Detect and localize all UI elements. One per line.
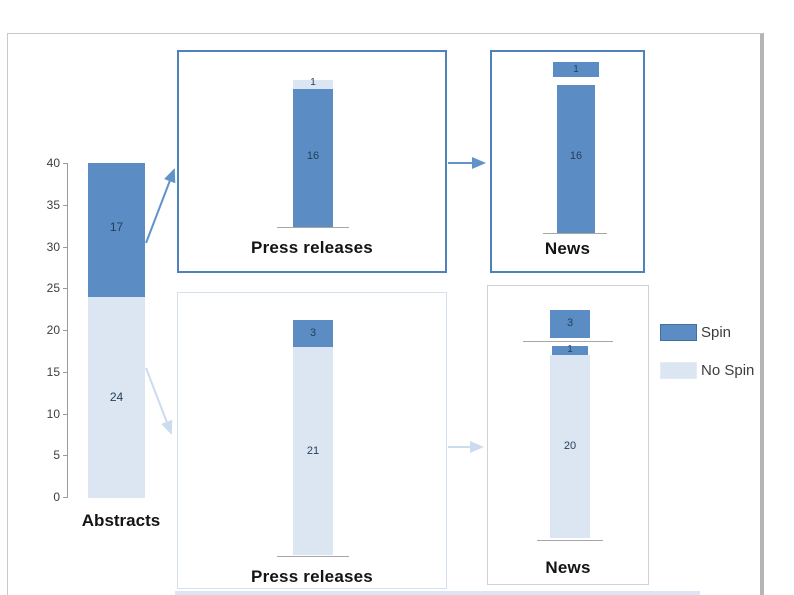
press-releases-no-spin-box: 3 21 Press releases [177,292,447,589]
y-axis-tick-mark [63,246,67,248]
y-axis-tick-mark [63,371,67,373]
press-releases-spin-spin-value: 16 [306,150,320,162]
press-releases-no-spin-spin-segment [293,320,333,347]
y-axis-tick-mark [63,330,67,331]
bottom-cutoff-band [175,591,700,595]
news-spin-detached-value: 1 [573,64,579,75]
abstracts-no-spin-value: 24 [109,390,124,404]
press-releases-no-spin-no-spin-value: 21 [306,445,320,457]
news-spin-spin-value: 16 [569,150,583,162]
news-spin-box: 1 16 News [490,50,645,273]
news-no-spin-no-spin-value: 20 [563,440,577,452]
y-axis-tick-label: 20 [46,323,60,337]
legend-label-spin: Spin [701,324,732,341]
news-no-spin-detached-value: 3 [566,317,574,329]
abstracts-no-spin-segment [88,297,145,498]
news-spin-title: News [544,239,591,258]
press-releases-spin-baseline [277,227,349,228]
press-releases-spin-box: 1 16 Press releases [177,50,447,273]
news-spin-spin-segment [557,85,595,233]
press-releases-spin-no-spin-segment [293,80,333,89]
news-no-spin-spin-segment [552,346,588,355]
legend-swatch-spin [660,324,697,341]
news-spin-baseline [543,233,607,234]
press-releases-no-spin-title: Press releases [251,567,373,586]
y-axis-tick-label: 30 [46,239,60,254]
y-axis-tick-label: 0 [53,490,60,504]
abstracts-spin-segment [88,163,145,297]
news-no-spin-spin-value: 1 [567,344,573,355]
press-releases-spin-title: Press releases [251,238,373,257]
news-no-spin-title: News [545,558,591,577]
y-axis-tick-mark [63,455,67,457]
y-axis-tick-label: 10 [46,406,60,421]
news-no-spin-no-spin-segment [550,355,590,538]
y-axis-tick-mark [63,288,67,290]
press-releases-no-spin-spin-value: 3 [309,327,317,339]
y-axis-tick-mark [63,413,67,415]
abstracts-axis-label: Abstracts [81,511,161,530]
y-axis-tick-label: 15 [46,364,60,379]
y-axis-tick-mark [63,497,67,498]
y-axis-tick-label: 25 [46,281,60,296]
press-releases-no-spin-no-spin-segment [293,347,333,555]
press-releases-spin-no-spin-value: 1 [310,77,316,88]
press-releases-no-spin-baseline [277,556,349,557]
y-axis-line [67,163,68,498]
legend-swatch-no-spin [660,362,697,379]
news-no-spin-baseline [537,540,603,541]
y-axis: 0 5 10 15 20 25 30 35 40 [30,0,70,595]
news-no-spin-divider-line [523,341,613,342]
y-axis-tick-mark [63,204,67,206]
news-no-spin-detached-segment [550,310,590,338]
page-frame [7,33,764,595]
news-no-spin-box: 3 1 20 News [487,285,649,585]
legend-label-no-spin: No Spin [701,362,755,379]
y-axis-tick-mark [63,163,67,164]
abstracts-spin-value: 17 [109,220,124,234]
news-spin-detached-segment [553,62,599,77]
y-axis-tick-label: 35 [46,197,60,212]
y-axis-tick-label: 5 [53,448,60,463]
y-axis-tick-label: 40 [46,156,60,170]
press-releases-spin-spin-segment [293,89,333,227]
